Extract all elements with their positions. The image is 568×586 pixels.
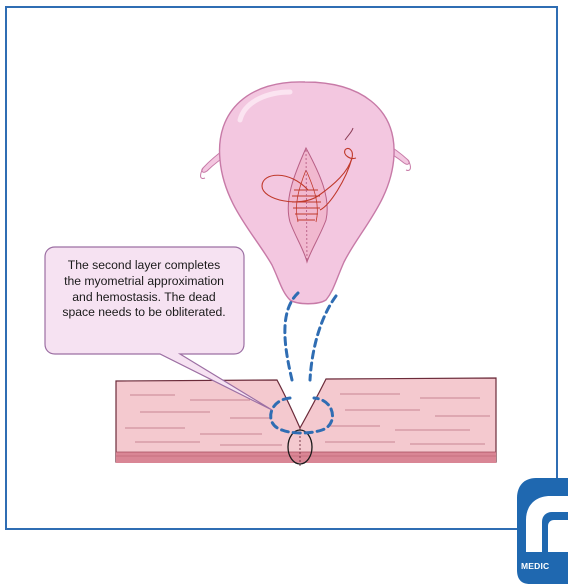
zoom-indicator bbox=[285, 293, 336, 380]
callout-line-1: The second layer completes bbox=[46, 258, 242, 274]
callout-line-2: the myometrial approximation bbox=[46, 274, 242, 290]
callout-text: The second layer completes the myometria… bbox=[46, 258, 242, 321]
callout-line-4: space needs to be obliterated. bbox=[46, 305, 242, 321]
logo-text: MEDIC bbox=[521, 561, 549, 571]
myometrium-cross-section bbox=[116, 378, 496, 466]
callout-line-3: and hemostasis. The dead bbox=[46, 290, 242, 306]
